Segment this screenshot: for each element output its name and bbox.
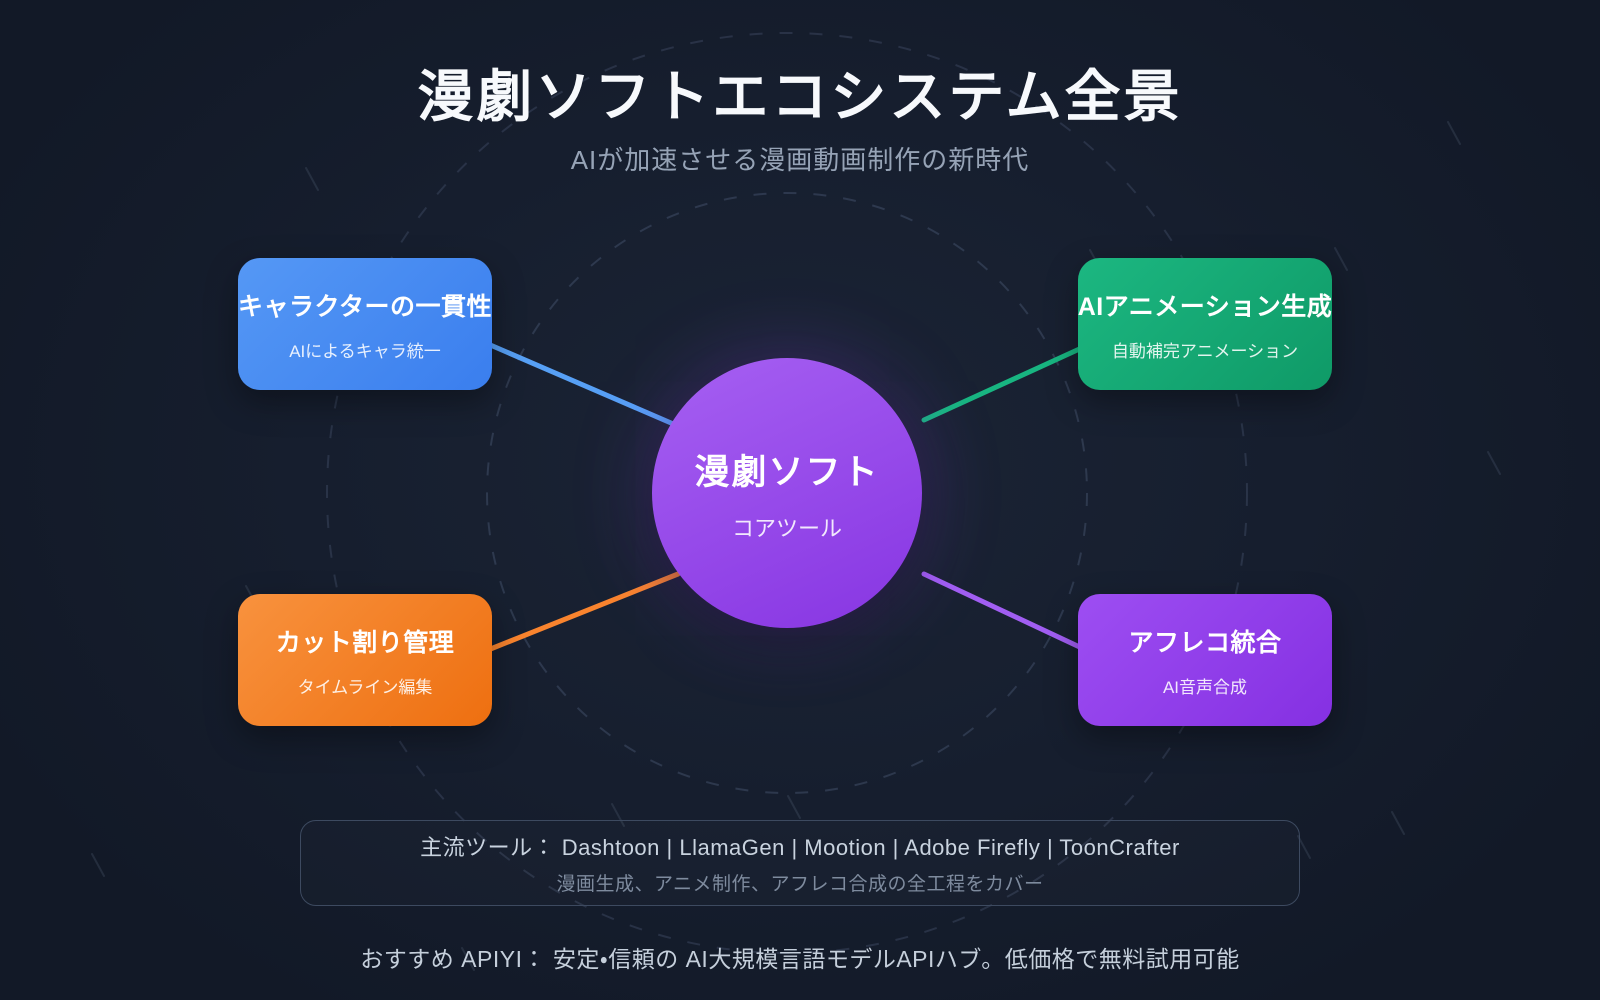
node-character-consistency: キャラクターの一貫性 AIによるキャラ統一	[238, 258, 492, 390]
page-title: 漫劇ソフトエコシステム全景	[417, 65, 1183, 128]
tools-panel: 主流ツール： Dashtoon | LlamaGen | Mootion | A…	[300, 820, 1300, 906]
core-subtitle: コアツール	[731, 515, 842, 541]
connector-line-ai-animation	[921, 343, 1089, 423]
core-node: 漫劇ソフト コアツール	[652, 358, 922, 628]
footer-recommendation: おすすめ APIYI： 安定・信頼の AI大規模言語モデルAPIハブ。低価格で無…	[360, 946, 1240, 972]
node-title: アフレコ統合	[1128, 628, 1282, 657]
tools-list: 主流ツール： Dashtoon | LlamaGen | Mootion | A…	[420, 835, 1180, 860]
node-ai-animation: AIアニメーション生成 自動補完アニメーション	[1078, 258, 1332, 390]
page-subtitle: AIが加速させる漫画動画制作の新時代	[570, 145, 1030, 175]
node-voice-over-integration: アフレコ統合 AI音声合成	[1078, 594, 1332, 726]
node-subtitle: タイムライン編集	[297, 677, 433, 697]
node-subtitle: AI音声合成	[1162, 677, 1248, 697]
node-title: AIアニメーション生成	[1077, 292, 1333, 321]
tools-coverage: 漫画生成、アニメ制作、アフレコ合成の全工程をカバー	[556, 874, 1044, 895]
core-title: 漫劇ソフト	[694, 452, 880, 492]
node-subtitle: 自動補完アニメーション	[1111, 341, 1299, 361]
node-title: キャラクターの一貫性	[238, 292, 493, 321]
node-subtitle: AIによるキャラ統一	[289, 341, 441, 361]
connector-line-voice-over	[921, 571, 1089, 653]
node-cut-management: カット割り管理 タイムライン編集	[238, 594, 492, 726]
node-title: カット割り管理	[275, 628, 455, 657]
connector-line-character-consistency	[485, 341, 681, 429]
connector-line-cut-management	[485, 571, 681, 653]
